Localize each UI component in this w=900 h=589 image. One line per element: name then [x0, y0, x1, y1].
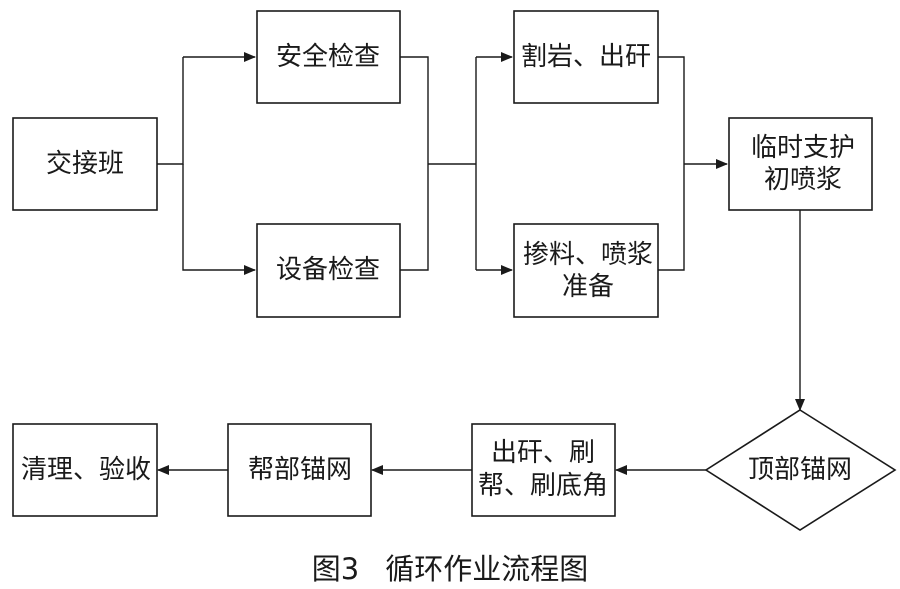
node-mixing-prep-label-line2: 准备 — [562, 272, 614, 302]
node-cleanup-acceptance-label: 清理、验收 — [21, 455, 151, 485]
node-mixing-prep-label-line1: 掺料、喷浆 — [523, 240, 653, 270]
node-temp-support-label-line1: 临时支护 — [751, 133, 855, 163]
node-side-bolting-label: 帮部锚网 — [248, 455, 352, 485]
node-cutting-mucking: 割岩、出矸 — [513, 10, 659, 104]
node-mucking-brushing: 出矸、刷 帮、刷底角 — [471, 423, 616, 517]
node-equipment-check: 设备检查 — [256, 223, 401, 318]
node-mucking-brushing-label-line1: 出矸、刷 — [491, 438, 595, 468]
figure-title: 循环作业流程图 — [385, 552, 589, 586]
node-safety-check-label: 安全检查 — [276, 42, 380, 72]
node-handover: 交接班 — [12, 117, 158, 211]
figure-caption: 图3 循环作业流程图 — [0, 546, 900, 588]
node-cleanup-acceptance: 清理、验收 — [12, 423, 158, 517]
connector-prep-merge — [658, 56, 685, 271]
node-side-bolting: 帮部锚网 — [227, 423, 372, 517]
node-temp-support-label-line2: 初喷浆 — [764, 165, 842, 195]
node-handover-label: 交接班 — [46, 149, 124, 179]
connector-checks-merge — [400, 56, 429, 271]
node-safety-check: 安全检查 — [256, 10, 401, 104]
node-equipment-check-label: 设备检查 — [276, 255, 380, 285]
connector-lines — [157, 52, 805, 475]
connector-handover-split — [157, 57, 184, 165]
node-temp-support: 临时支护 初喷浆 — [728, 117, 873, 211]
node-roof-bolting: 顶部锚网 — [704, 409, 897, 531]
node-cutting-mucking-label: 割岩、出矸 — [521, 42, 651, 72]
figure-number: 图3 — [311, 552, 360, 586]
node-roof-bolting-label: 顶部锚网 — [748, 455, 852, 485]
node-mucking-brushing-label-line2: 帮、刷底角 — [478, 471, 608, 501]
node-mixing-prep: 掺料、喷浆 准备 — [513, 223, 659, 318]
connector-to-equipment-check — [182, 164, 256, 275]
